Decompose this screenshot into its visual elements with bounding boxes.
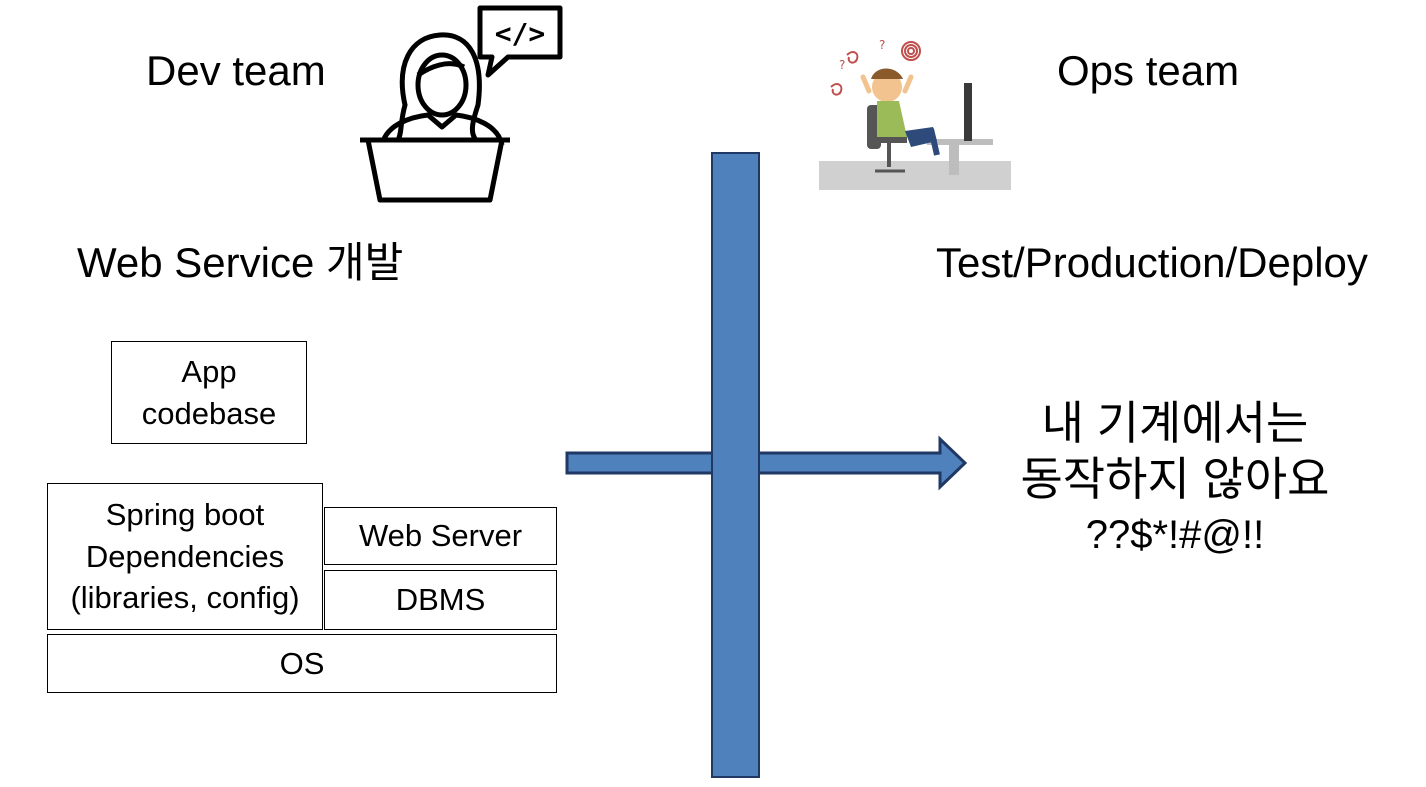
ops-subtitle: Test/Production/Deploy — [936, 239, 1368, 286]
ops-complaint-line1: 내 기계에서는 — [1041, 397, 1309, 449]
dev-ops-wall — [711, 152, 760, 778]
dbms-label: DBMS — [395, 582, 486, 618]
dbms-box: DBMS — [324, 570, 557, 630]
svg-text:?: ? — [839, 58, 845, 72]
codebase-label: codebase — [141, 395, 277, 431]
dependencies-label: Dependencies — [85, 538, 285, 574]
ops-complaint-line2: 동작하지 않아요 — [1020, 453, 1330, 505]
web-server-box: Web Server — [324, 507, 557, 565]
svg-text:</>: </> — [495, 17, 546, 50]
dev-team-title: Dev team — [146, 47, 326, 94]
svg-text:?: ? — [879, 38, 885, 52]
app-codebase-box: App codebase — [111, 341, 307, 444]
ops-team-title: Ops team — [1057, 47, 1240, 94]
spring-boot-box: Spring boot Dependencies (libraries, con… — [47, 483, 323, 630]
spring-boot-label: Spring boot — [105, 496, 265, 532]
libraries-config-label: (libraries, config) — [70, 580, 300, 616]
stressed-ops-person-icon: ? ? — [819, 38, 1011, 190]
ops-complaint-line3: ??$*!#@!! — [1085, 513, 1265, 557]
ops-complaint: 내 기계에서는 동작하지 않아요 ??$*!#@!! — [985, 395, 1365, 563]
developer-laptop-code-icon: </> — [360, 5, 563, 203]
handoff-arrow — [565, 435, 968, 491]
os-box: OS — [47, 634, 557, 693]
dev-subtitle: Web Service 개발 — [77, 239, 404, 286]
app-label: App — [181, 353, 237, 389]
os-label: OS — [279, 645, 325, 681]
web-server-label: Web Server — [358, 518, 523, 554]
